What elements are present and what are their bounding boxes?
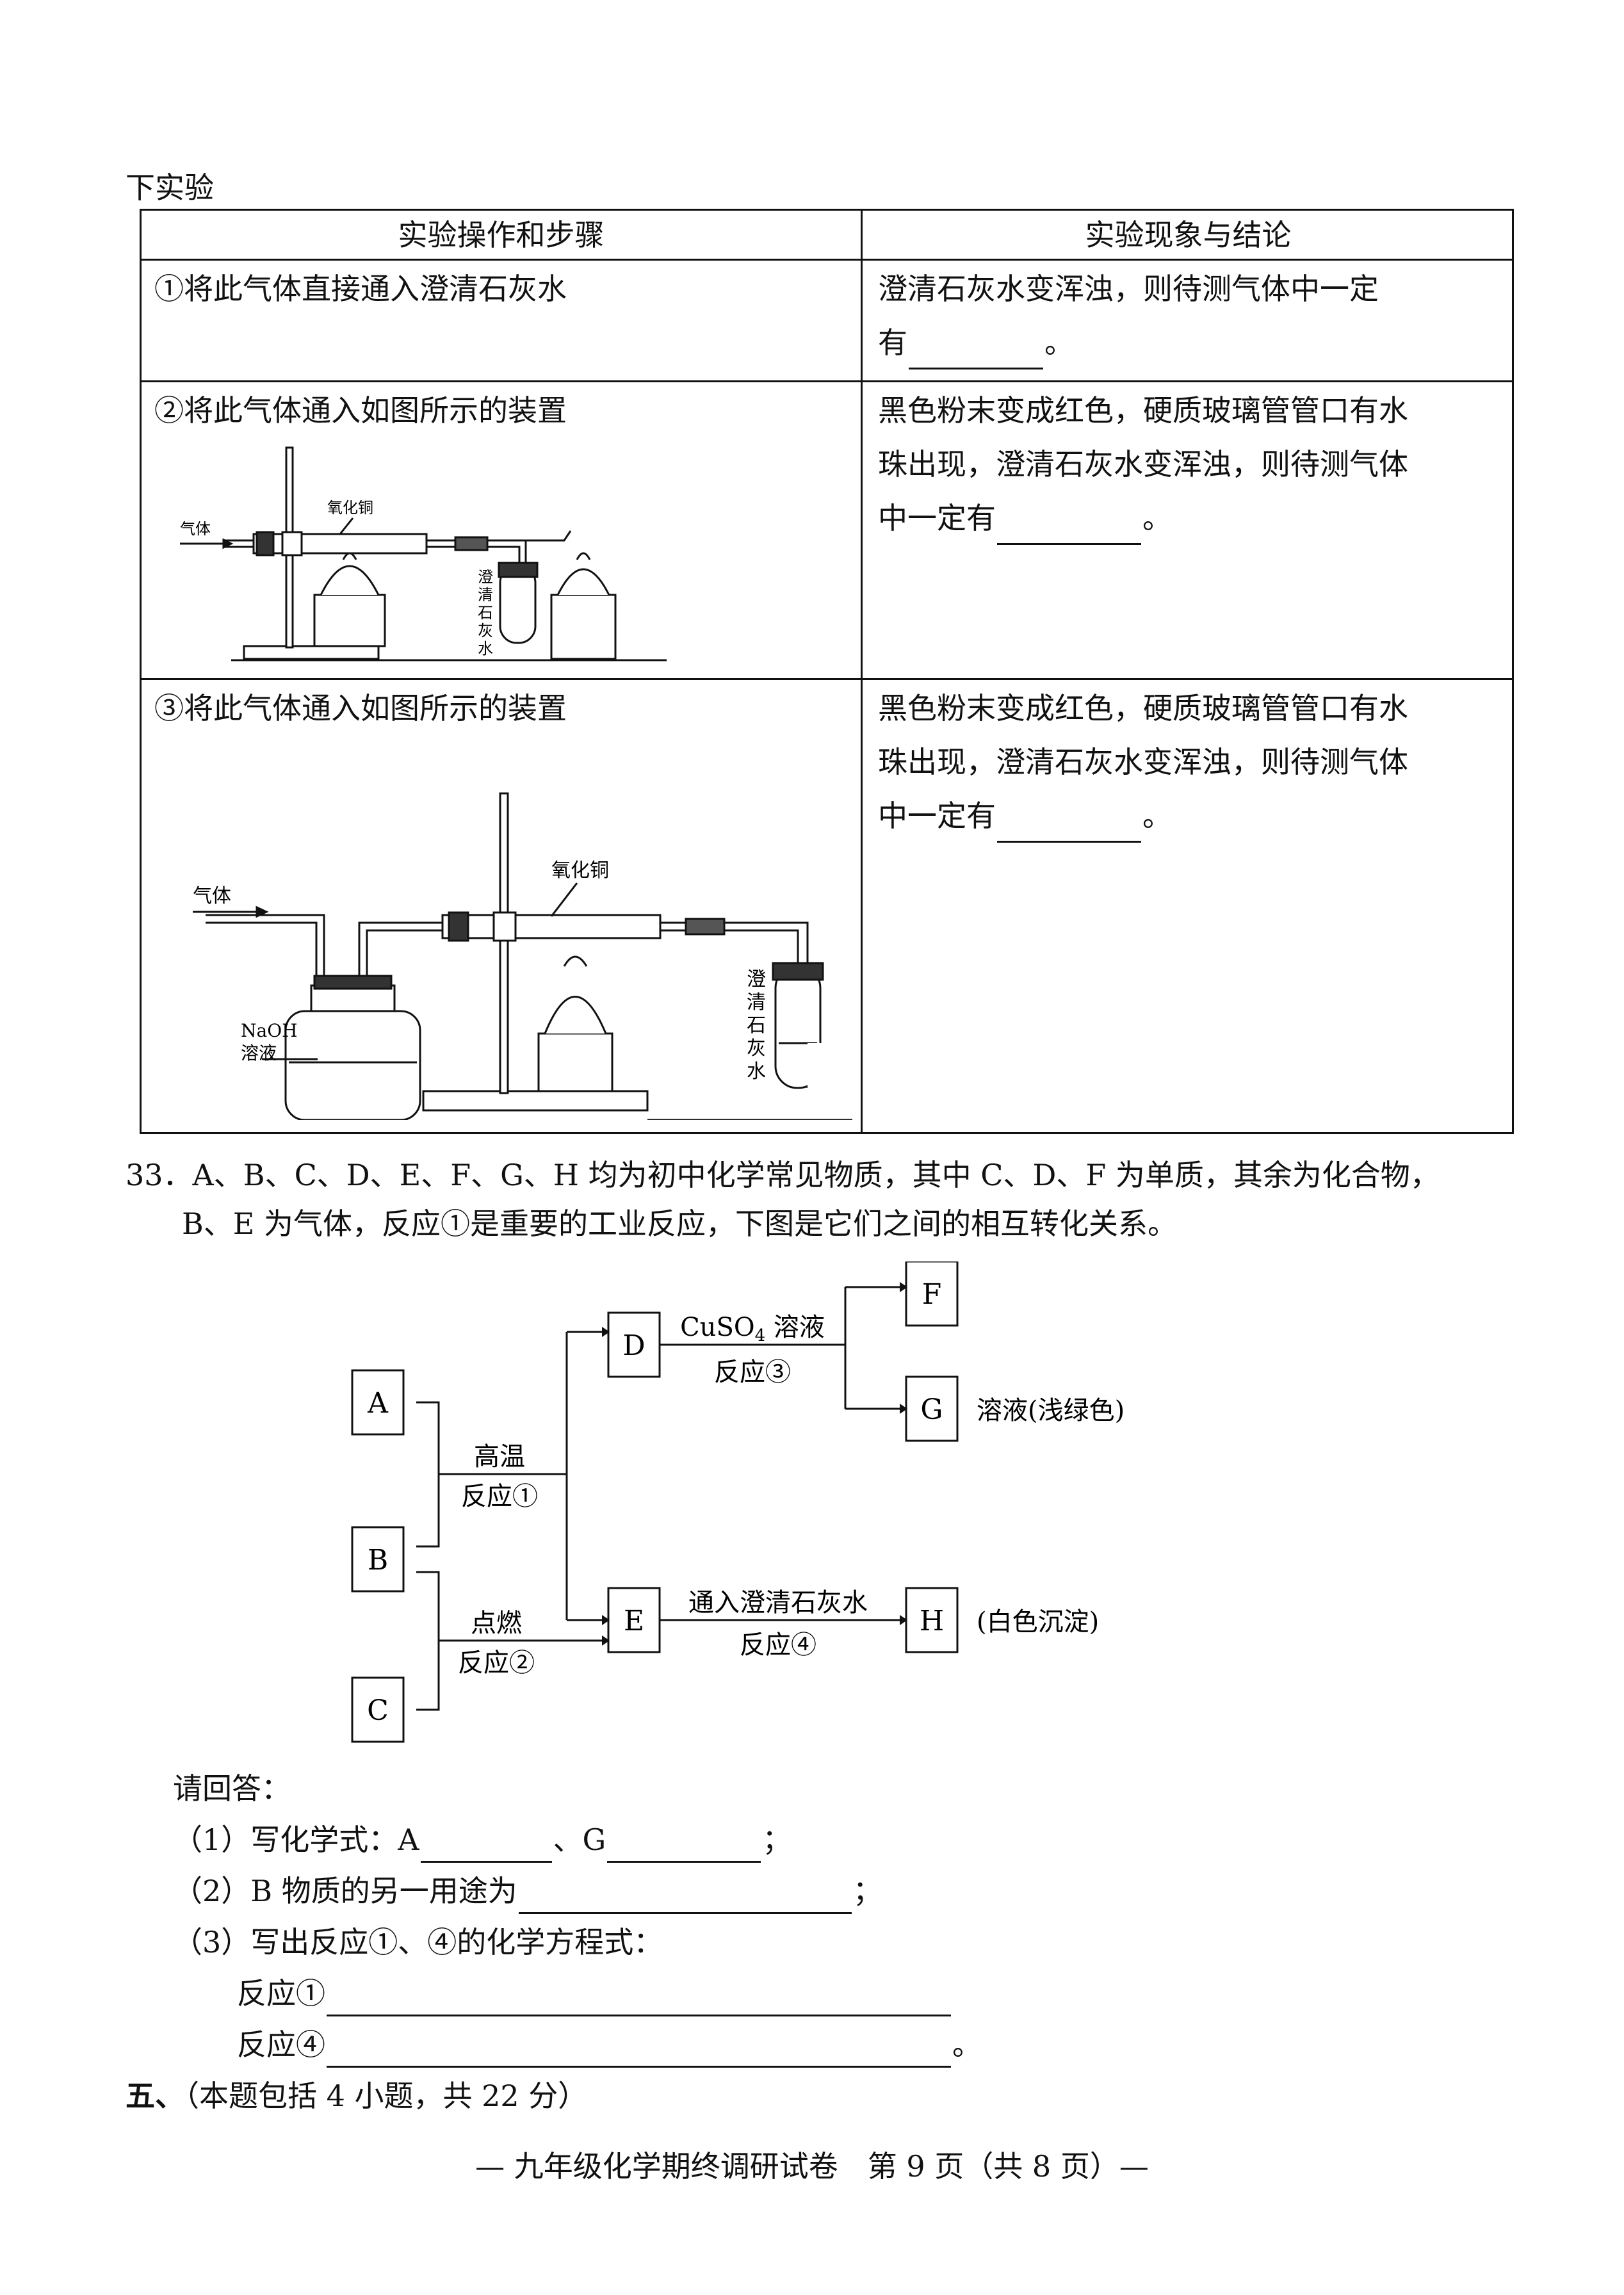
- reaction2-condition: 点燃: [471, 1609, 522, 1638]
- box-f: F: [922, 1278, 942, 1311]
- row1-result-line: 澄清石灰水变浑浊，则待测气体中一定: [878, 272, 1379, 306]
- apparatus2-limewater-char: 澄: [747, 968, 766, 991]
- apparatus2-limewater-char: 石: [747, 1014, 766, 1037]
- page-footer: — 九年级化学期终调研试卷 第 9 页（共 8 页）—: [475, 2149, 1149, 2184]
- apparatus1-limewater-char: 水: [478, 640, 493, 658]
- row2-step: ②将此气体通入如图所示的装置: [154, 393, 567, 428]
- row2-result-line: 珠出现，澄清石灰水变浑浊，则待测气体: [878, 447, 1408, 482]
- question-part-3: （3）写出反应①、④的化学方程式：: [173, 1925, 663, 1959]
- reaction1-condition: 高温: [474, 1442, 525, 1472]
- apparatus1-limewater-char: 石: [478, 604, 493, 622]
- intro-text: 下实验: [126, 170, 214, 205]
- apparatus-diagram-2: 气体 氧化铜 NaOH 溶液 澄 清 石 灰 水: [193, 792, 852, 1120]
- row1-result: 澄清石灰水变浑浊，则待测气体中一定 有。: [878, 262, 1379, 369]
- box-a: A: [367, 1387, 389, 1420]
- row1-step: ①将此气体直接通入澄清石灰水: [154, 272, 567, 306]
- row1-result-line: 有: [878, 325, 907, 360]
- box-e: E: [624, 1605, 644, 1637]
- box-d: D: [622, 1329, 645, 1362]
- reaction4-label: 反应④: [740, 1630, 816, 1660]
- apparatus2-limewater-char: 水: [747, 1060, 766, 1083]
- answer-b-use-blank[interactable]: [518, 1879, 852, 1915]
- apparatus1-limewater-char: 灰: [478, 622, 493, 640]
- question-33-line1: 33．A、B、C、D、E、F、G、H 均为初中化学常见物质，其中 C、D、F 为…: [126, 1158, 1440, 1192]
- apparatus1-limewater-char: 清: [478, 586, 493, 604]
- row3-answer-blank[interactable]: [997, 807, 1141, 843]
- equation-4-blank[interactable]: [327, 2032, 951, 2068]
- answer-prompt: 请回答：: [173, 1771, 291, 1806]
- row3-result: 黑色粉末变成红色，硬质玻璃管管口有水 珠出现，澄清石灰水变浑浊，则待测气体 中一…: [878, 681, 1408, 843]
- apparatus2-gas-label: 气体: [193, 885, 231, 907]
- box-b: B: [368, 1544, 388, 1577]
- g-note: 溶液(浅绿色): [977, 1396, 1125, 1425]
- equation-1-line: 反应①: [237, 1971, 952, 2017]
- answer-g-blank[interactable]: [607, 1828, 761, 1863]
- equation-1-blank[interactable]: [327, 1981, 951, 2017]
- row2-answer-blank[interactable]: [997, 510, 1141, 545]
- question-part-2: （2）B 物质的另一用途为；: [173, 1869, 882, 1915]
- answer-a-blank[interactable]: [420, 1828, 552, 1863]
- reaction1-label: 反应①: [461, 1482, 538, 1511]
- apparatus1-cuo-label: 氧化铜: [327, 499, 373, 517]
- section-5-heading: 五、（本题包括 4 小题，共 22 分）: [126, 2079, 588, 2113]
- apparatus2-limewater-char: 清: [747, 991, 766, 1014]
- reaction3-reagent: CuSO4 溶液: [680, 1313, 825, 1345]
- question-33-line2: B、E 为气体，反应①是重要的工业反应，下图是它们之间的相互转化关系。: [182, 1206, 1178, 1241]
- apparatus2-limewater-char: 灰: [747, 1037, 766, 1060]
- row3-result-line: 黑色粉末变成红色，硬质玻璃管管口有水: [878, 691, 1408, 726]
- h-note: (白色沉淀): [977, 1607, 1099, 1637]
- question-part-1: （1）写化学式：A、G；: [173, 1817, 792, 1863]
- table-header-right: 实验现象与结论: [1085, 218, 1292, 252]
- row3-result-line: 珠出现，澄清石灰水变浑浊，则待测气体: [878, 745, 1408, 779]
- table-header-left: 实验操作和步骤: [398, 218, 605, 252]
- reaction3-label: 反应③: [714, 1358, 791, 1387]
- apparatus1-gas-label: 气体: [180, 520, 211, 538]
- question-number: 33．: [126, 1158, 193, 1192]
- row1-answer-blank[interactable]: [909, 334, 1043, 369]
- box-h: H: [920, 1605, 944, 1637]
- row3-result-line: 中一定有: [878, 799, 996, 833]
- apparatus2-cuo-label: 氧化铜: [551, 859, 609, 882]
- reaction2-label: 反应②: [458, 1648, 535, 1678]
- row2-result-line: 黑色粉末变成红色，硬质玻璃管管口有水: [878, 393, 1408, 428]
- apparatus2-naoh-label: NaOH: [241, 1020, 298, 1041]
- experiment-table: 实验操作和步骤 实验现象与结论 ①将此气体直接通入澄清石灰水 澄清石灰水变浑浊，…: [140, 209, 1514, 1134]
- row2-result: 黑色粉末变成红色，硬质玻璃管管口有水 珠出现，澄清石灰水变浑浊，则待测气体 中一…: [878, 384, 1408, 545]
- conversion-diagram: A B C D E F G H 高温 反应① 点燃 反应② CuSO4 溶液 反…: [351, 1261, 1125, 1743]
- apparatus2-naoh-label: 溶液: [241, 1042, 277, 1064]
- row2-result-line: 中一定有: [878, 501, 996, 535]
- apparatus-diagram-1: 气体 氧化铜 澄 清 石 灰 水: [180, 446, 667, 661]
- equation-4-line: 反应④。: [237, 2022, 982, 2068]
- reaction4-reagent: 通入澄清石灰水: [688, 1588, 868, 1618]
- table-divider: [861, 211, 863, 1132]
- box-g: G: [920, 1393, 943, 1426]
- apparatus1-limewater-char: 澄: [478, 568, 493, 586]
- row3-step: ③将此气体通入如图所示的装置: [154, 691, 567, 726]
- box-c: C: [367, 1694, 389, 1727]
